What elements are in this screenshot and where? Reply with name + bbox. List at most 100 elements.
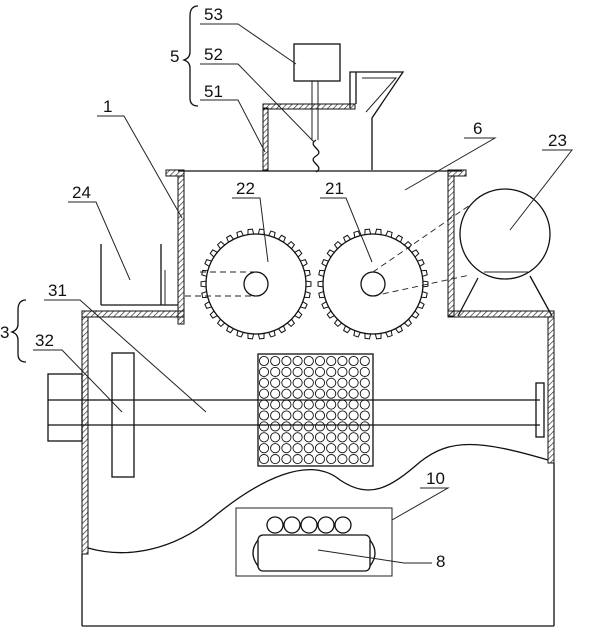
drum-hole [314, 399, 326, 410]
gear-tooth [342, 325, 351, 334]
label-52: 52 [204, 45, 223, 64]
label-21: 21 [325, 179, 344, 198]
drum-hole [337, 432, 348, 443]
gear-tooth [326, 310, 335, 319]
feed-motor-box [293, 43, 341, 82]
drum-hole [270, 388, 281, 399]
drum-hole [337, 443, 348, 454]
drum-hole [359, 399, 370, 410]
gear-tooth [364, 228, 372, 235]
gear-tooth [333, 318, 343, 327]
drum-hole [326, 355, 337, 367]
gear-tooth [333, 241, 343, 250]
drum-hole [303, 410, 314, 421]
gear-tooth [236, 330, 244, 338]
gear-tooth [225, 325, 234, 334]
drum-hole [348, 355, 359, 367]
drum-hole [359, 410, 370, 421]
drum-hole [314, 355, 326, 367]
gear-tooth [300, 301, 308, 309]
gear-tooth [411, 249, 420, 258]
gear-tooth [353, 230, 361, 238]
gear-tooth [395, 234, 404, 243]
housing-right-flange [447, 169, 467, 177]
drum-hole [258, 388, 270, 399]
drum-hole [303, 366, 314, 377]
gear-tooth [268, 330, 276, 338]
drum-hole [292, 454, 303, 465]
part-labels: 53 5 52 51 1 6 23 24 22 21 31 3 32 10 8 [0, 5, 567, 571]
label-31: 31 [48, 281, 67, 300]
drum-hole [314, 443, 326, 454]
drum-hole [281, 377, 292, 388]
drum-hole [292, 355, 303, 367]
gear-tooth [374, 333, 382, 340]
gear-tooth [200, 280, 207, 288]
drum-hole [337, 388, 348, 399]
gear-tooth [201, 291, 208, 299]
feed-screw [312, 139, 320, 173]
drum-hole [348, 388, 359, 399]
label-8: 8 [436, 552, 445, 571]
gear-tooth [225, 234, 234, 243]
drum-hole [359, 454, 370, 465]
drum-hole [326, 421, 337, 432]
drum-hole [314, 388, 326, 399]
drum-hole [337, 366, 348, 377]
hopper-right-wall [349, 71, 405, 170]
drum-hole [337, 399, 348, 410]
label-6: 6 [473, 119, 482, 138]
drum-hole [303, 355, 314, 367]
lower-housing [81, 310, 555, 627]
drum-hole [292, 410, 303, 421]
label-51: 51 [204, 82, 223, 101]
drum-hole [326, 432, 337, 443]
drum-hole [303, 432, 314, 443]
drum-hole [270, 421, 281, 432]
drum-hole [281, 443, 292, 454]
conveyor-body [257, 534, 371, 572]
drum-hole [270, 432, 281, 443]
gear-tooth [353, 330, 361, 338]
drum-hole [314, 366, 326, 377]
drum-hole [337, 355, 348, 367]
drum-hole [281, 366, 292, 377]
gear-tooth [209, 310, 218, 319]
drum-hole [258, 410, 270, 421]
hopper-left-wall [262, 107, 269, 171]
drive-motor [457, 188, 553, 317]
drum-hole [270, 399, 281, 410]
drum-hole [326, 454, 337, 465]
drum-hole [292, 377, 303, 388]
drum-hole [348, 421, 359, 432]
gear-tooth [342, 234, 351, 243]
drum-hole [292, 421, 303, 432]
drum-hole [258, 377, 270, 388]
drum-hole [258, 432, 270, 443]
gear-tooth [294, 249, 303, 258]
drum-hole [258, 421, 270, 432]
tray-outline [235, 507, 393, 577]
assembly-brace [9, 299, 27, 363]
roller-assembly [9, 299, 545, 478]
drum-hole [348, 399, 359, 410]
gear-right [317, 228, 429, 340]
gear-tooth [300, 259, 308, 267]
drum-hole [281, 388, 292, 399]
drum-hole [326, 410, 337, 421]
gear-chamber [165, 169, 467, 325]
drum-hole [348, 432, 359, 443]
drum-hole [281, 355, 292, 367]
drum-hole [359, 388, 370, 399]
gear-tooth [411, 310, 420, 319]
drum-hole [303, 377, 314, 388]
gear-tooth [201, 269, 208, 277]
gear-tooth [421, 291, 428, 299]
drum-hole [303, 443, 314, 454]
gear-tooth [209, 249, 218, 258]
pulley-disk [111, 352, 135, 478]
drum-hole [314, 432, 326, 443]
drum-hole [348, 377, 359, 388]
